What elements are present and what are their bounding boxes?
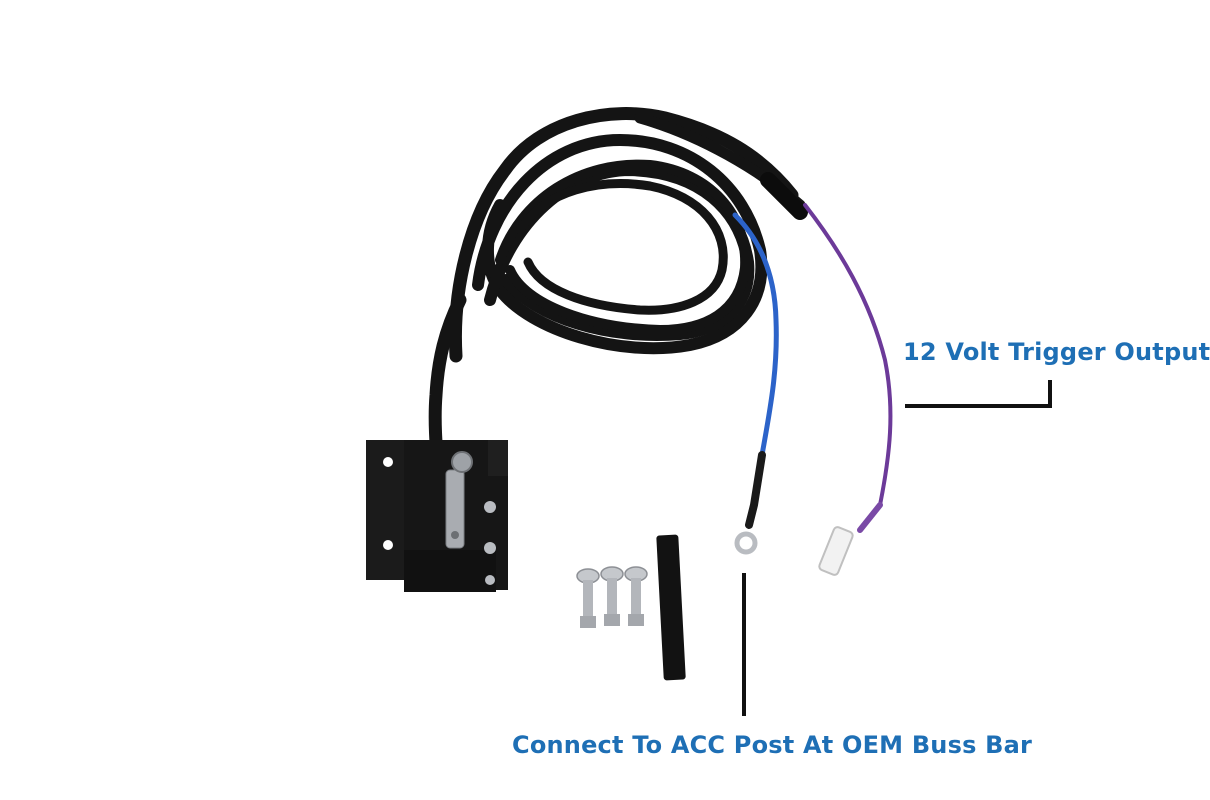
switch-bracket: [366, 440, 508, 592]
heat-shrink-tube: [656, 534, 686, 681]
mounting-screws: [576, 566, 648, 628]
braided-harness: [428, 107, 808, 477]
acc-post-label: Connect To ACC Post At OEM Buss Bar: [512, 731, 1033, 759]
purple-wire-spade-terminal: [803, 203, 893, 576]
blue-wire-ring-terminal: [732, 212, 779, 555]
trigger-leader-line: [905, 380, 1052, 408]
trigger-output-label: 12 Volt Trigger Output: [903, 338, 1210, 366]
